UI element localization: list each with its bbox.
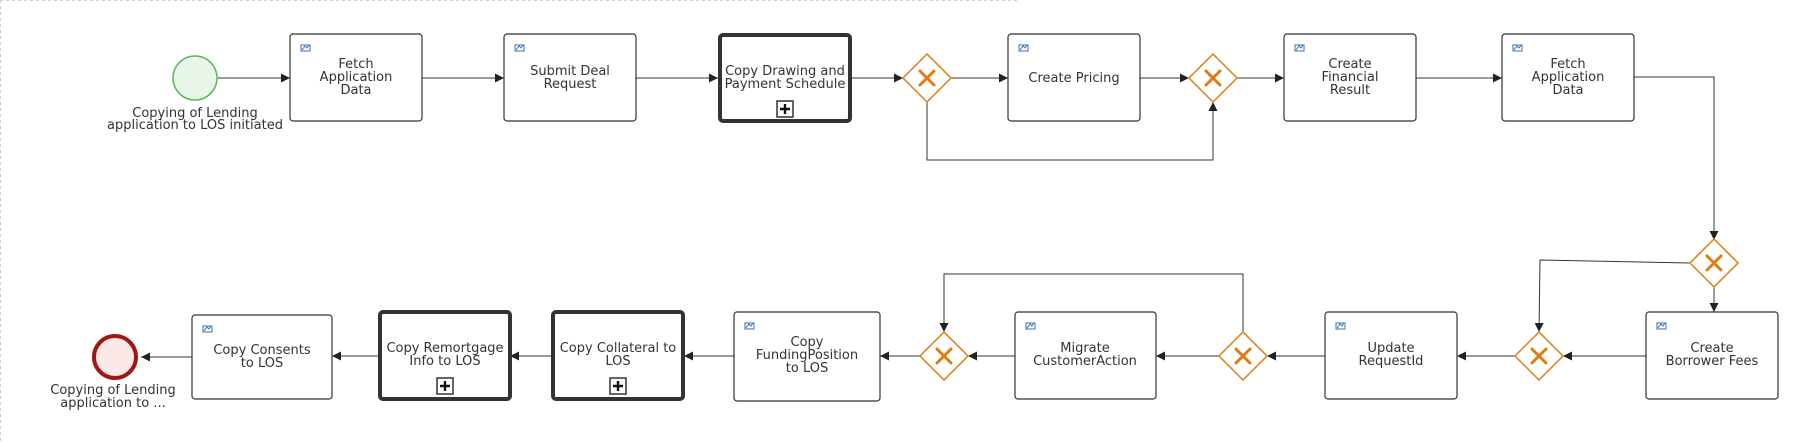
task-fetch-application-data-2[interactable]: Fetch Application Data: [1501, 33, 1635, 122]
subprocess-label: Copy Collateral to: [560, 341, 677, 356]
x-icon: [935, 347, 953, 365]
task-label: Application: [320, 70, 393, 85]
exclusive-gateway[interactable]: [1187, 52, 1239, 104]
end-event-label: Copying of Lending: [50, 383, 175, 398]
task-label: Fetch: [338, 57, 373, 72]
start-event[interactable]: Copying of Lending application to LOS in…: [107, 55, 283, 133]
task-label: Application: [1532, 70, 1605, 85]
task-label: Borrower Fees: [1666, 354, 1759, 369]
task-label: RequestId: [1359, 354, 1424, 369]
task-label: Data: [1552, 83, 1583, 98]
end-event-label: application to ...: [60, 396, 165, 411]
subprocess-label: LOS: [605, 354, 630, 369]
exclusive-gateway[interactable]: [1217, 330, 1269, 382]
task-fetch-application-data[interactable]: Fetch Application Data: [289, 33, 423, 122]
expand-subprocess-icon[interactable]: [609, 377, 627, 395]
task-create-borrower-fees[interactable]: Create Borrower Fees: [1645, 311, 1779, 400]
task-label: Create: [1690, 341, 1733, 356]
task-label: Fetch: [1550, 57, 1585, 72]
x-icon: [1234, 347, 1252, 365]
expand-subprocess-icon[interactable]: [776, 100, 794, 118]
x-icon: [1530, 347, 1548, 365]
task-create-pricing[interactable]: Create Pricing: [1007, 33, 1141, 122]
x-icon: [918, 69, 936, 87]
task-copy-consents[interactable]: Copy Consents to LOS: [191, 314, 333, 400]
exclusive-gateway[interactable]: [918, 330, 970, 382]
task-label: to LOS: [786, 361, 828, 376]
exclusive-gateway[interactable]: [901, 52, 953, 104]
subprocess-copy-collateral[interactable]: Copy Collateral to LOS: [551, 310, 685, 401]
flow-fetch2-to-gw3[interactable]: [1634, 76, 1719, 240]
x-icon: [1204, 69, 1222, 87]
exclusive-gateway[interactable]: [1513, 330, 1565, 382]
task-label: Update: [1367, 341, 1414, 356]
end-event-circle[interactable]: [92, 334, 138, 380]
task-label: Create Pricing: [1028, 71, 1119, 86]
sequence-flows: [141, 73, 1719, 362]
task-update-requestid[interactable]: Update RequestId: [1324, 311, 1458, 400]
task-label: FundingPosition: [756, 348, 858, 363]
start-event-label: Copying of Lending: [132, 106, 257, 121]
task-create-financial-result[interactable]: Create Financial Result: [1283, 33, 1417, 122]
subprocess-copy-drawing-payment[interactable]: Copy Drawing and Payment Schedule: [718, 33, 852, 123]
task-submit-deal-request[interactable]: Submit Deal Request: [503, 33, 637, 122]
flow-gw3-to-gw4[interactable]: [1534, 259, 1691, 333]
subprocess-label: Copy Remortgage: [386, 341, 503, 356]
flow-gw5-bypass[interactable]: [939, 273, 1244, 332]
subprocess-label: Copy Drawing and: [725, 64, 845, 79]
task-migrate-customeraction[interactable]: Migrate CustomerAction: [1014, 311, 1157, 400]
subprocess-label: Payment Schedule: [725, 77, 846, 92]
end-event[interactable]: Copying of Lending application to ...: [50, 334, 176, 411]
task-label: Result: [1330, 83, 1370, 98]
exclusive-gateway[interactable]: [1688, 237, 1740, 289]
task-label: Copy: [791, 335, 824, 350]
task-label: Migrate: [1060, 341, 1110, 356]
subprocess-label: Info to LOS: [409, 354, 480, 369]
task-label: to LOS: [241, 356, 283, 371]
task-label: Submit Deal: [530, 64, 610, 79]
flow-gw1-bypass[interactable]: [926, 102, 1218, 161]
x-icon: [1705, 254, 1723, 272]
task-label: Create: [1328, 57, 1371, 72]
task-label: Data: [340, 83, 371, 98]
task-label: Request: [544, 77, 597, 92]
task-label: CustomerAction: [1033, 354, 1137, 369]
start-event-label: application to LOS initiated: [107, 118, 283, 133]
expand-subprocess-icon[interactable]: [436, 377, 454, 395]
subprocess-copy-remortgage[interactable]: Copy Remortgage Info to LOS: [378, 310, 512, 401]
task-label: Copy Consents: [213, 343, 310, 358]
task-copy-fundingposition[interactable]: Copy FundingPosition to LOS: [733, 311, 881, 402]
task-label: Financial: [1322, 70, 1379, 85]
start-event-circle[interactable]: [172, 55, 218, 101]
